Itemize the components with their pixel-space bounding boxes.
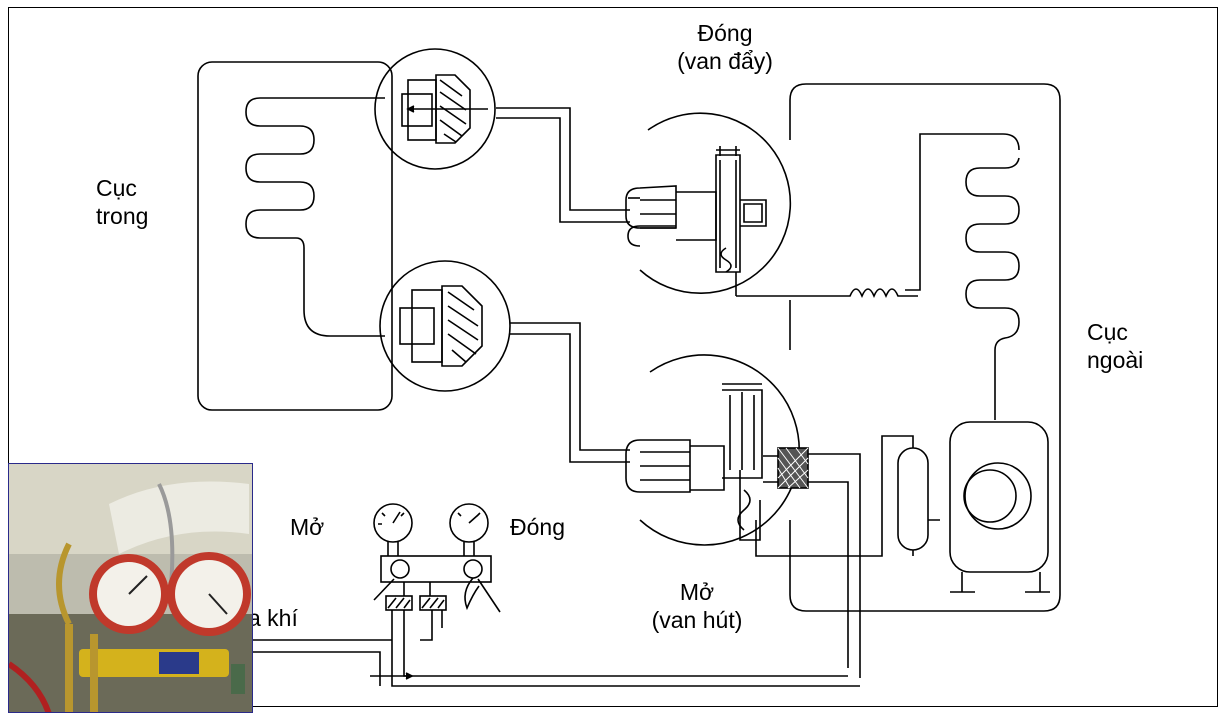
refrigerant-pipes xyxy=(496,108,630,462)
indoor-unit xyxy=(198,62,392,410)
indoor-unit-label: Cục trong xyxy=(96,174,148,230)
manifold-gauge-photo-icon xyxy=(9,464,253,713)
outdoor-unit xyxy=(736,84,1060,611)
manifold-gauge-photo xyxy=(8,463,253,713)
vent-label: a khí xyxy=(248,604,298,632)
suction-valve-label: Mở (van hút) xyxy=(622,578,772,634)
gauge-right-label: Đóng xyxy=(510,513,565,541)
gauge-left-label: Mở xyxy=(290,513,324,541)
bottom-flare-fitting xyxy=(380,261,510,391)
outdoor-unit-label: Cục ngoài xyxy=(1087,318,1143,374)
top-flare-fitting xyxy=(375,49,495,169)
discharge-valve-label: Đóng (van đẩy) xyxy=(640,19,810,75)
discharge-valve xyxy=(626,113,790,296)
